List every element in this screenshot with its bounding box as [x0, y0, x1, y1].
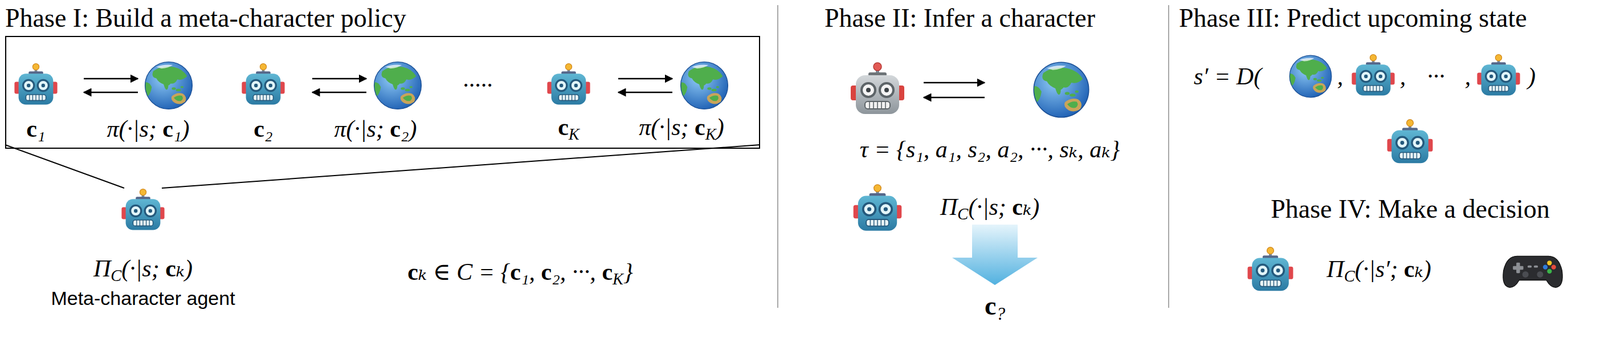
- character-symbol: c₁: [26, 115, 46, 143]
- robot-icon: [121, 189, 165, 231]
- math-bold-symbol: c: [407, 258, 419, 285]
- formula-ellipsis: ···: [1426, 62, 1446, 91]
- globe-icon: [144, 62, 193, 110]
- math-bold-symbol: c: [1403, 255, 1415, 283]
- math-subscript: C: [1344, 267, 1355, 285]
- interaction-arrows: [312, 78, 367, 93]
- dynamics-formula: s′ = D(: [1193, 62, 1262, 91]
- policy-formula: ΠC(·|s; cₖ): [93, 254, 193, 286]
- phase-separator: [1168, 5, 1170, 308]
- interaction-arrows: [83, 78, 138, 93]
- inference-arrow: [952, 224, 1038, 285]
- interaction-arrows: [618, 78, 673, 93]
- math-subscript: K: [705, 125, 717, 144]
- ellipsis: ·····: [462, 71, 493, 100]
- robot-icon: [1351, 54, 1395, 96]
- character-symbol: cK: [557, 113, 580, 145]
- agent-caption: Meta-character agent: [50, 287, 235, 310]
- policy-formula: ΠC(·|s; cₖ): [940, 193, 1040, 224]
- math-bold-symbol: c: [984, 291, 997, 321]
- globe-icon: [679, 62, 729, 110]
- phase-title: Phase II: Infer a character: [824, 3, 1096, 34]
- formula-bracket: ): [1527, 62, 1536, 91]
- math-bold-symbol: c: [509, 258, 521, 285]
- math-bold-symbol: c: [1011, 193, 1023, 220]
- policy-formula: ΠC(·|s′; cₖ): [1326, 255, 1431, 287]
- math-bold-symbol: c: [601, 258, 613, 285]
- formula-separator: ,: [1400, 62, 1407, 91]
- robot-icon: [241, 63, 285, 105]
- interaction-arrows: [923, 82, 985, 98]
- phase-title: Phase I: Build a meta-character policy: [5, 3, 407, 34]
- trajectory-formula: τ = {s₁, a₁, s₂, a₂, ···, sₖ, aₖ}: [859, 135, 1121, 163]
- phase-title: Phase III: Predict upcoming state: [1178, 3, 1528, 34]
- math-bold-symbol: c: [541, 258, 553, 285]
- math-subscript: C: [957, 205, 969, 223]
- globe-icon: [373, 62, 422, 110]
- formula-separator: ,: [1337, 62, 1344, 91]
- math-subscript: K: [612, 270, 624, 288]
- policy-formula: π(·|s; c₂): [333, 115, 417, 143]
- formula-separator: ,: [1464, 62, 1472, 91]
- character-set-formula: cₖ ∈ C = {c₁, c₂, ···, cK}: [407, 258, 634, 289]
- bracket-line: [161, 144, 761, 189]
- math-bold-symbol: c: [165, 255, 177, 282]
- robot-icon: [850, 62, 905, 114]
- gamepad-icon: [1503, 255, 1563, 288]
- inferred-character: c?: [984, 291, 1006, 325]
- math-subscript: ?: [996, 303, 1006, 324]
- bracket-line: [5, 144, 125, 189]
- policy-box: c₁π(·|s; c₁)c₂π(·|s; c₂)·····cKπ(·|s; cK…: [5, 35, 761, 149]
- math-subscript: K: [568, 125, 580, 144]
- math-bold-symbol: c: [162, 115, 174, 142]
- robot-icon: [1476, 54, 1520, 96]
- math-subscript: C: [110, 266, 122, 285]
- policy-formula: π(·|s; c₁): [106, 115, 190, 143]
- robot-icon: [853, 184, 902, 231]
- phase-separator: [777, 5, 779, 308]
- robot-icon: [1387, 119, 1434, 164]
- policy-formula: π(·|s; cK): [638, 113, 725, 145]
- math-bold-symbol: c: [26, 115, 38, 142]
- globe-icon: [1288, 55, 1332, 98]
- math-bold-symbol: c: [694, 113, 706, 141]
- character-symbol: c₂: [253, 115, 273, 143]
- robot-icon: [547, 63, 590, 105]
- globe-icon: [1032, 62, 1089, 118]
- math-bold-symbol: c: [253, 115, 265, 142]
- phase-title: Phase IV: Make a decision: [1270, 194, 1550, 225]
- math-bold-symbol: c: [389, 115, 401, 142]
- robot-icon: [1247, 247, 1294, 292]
- math-bold-symbol: c: [557, 113, 569, 141]
- robot-icon: [14, 63, 57, 105]
